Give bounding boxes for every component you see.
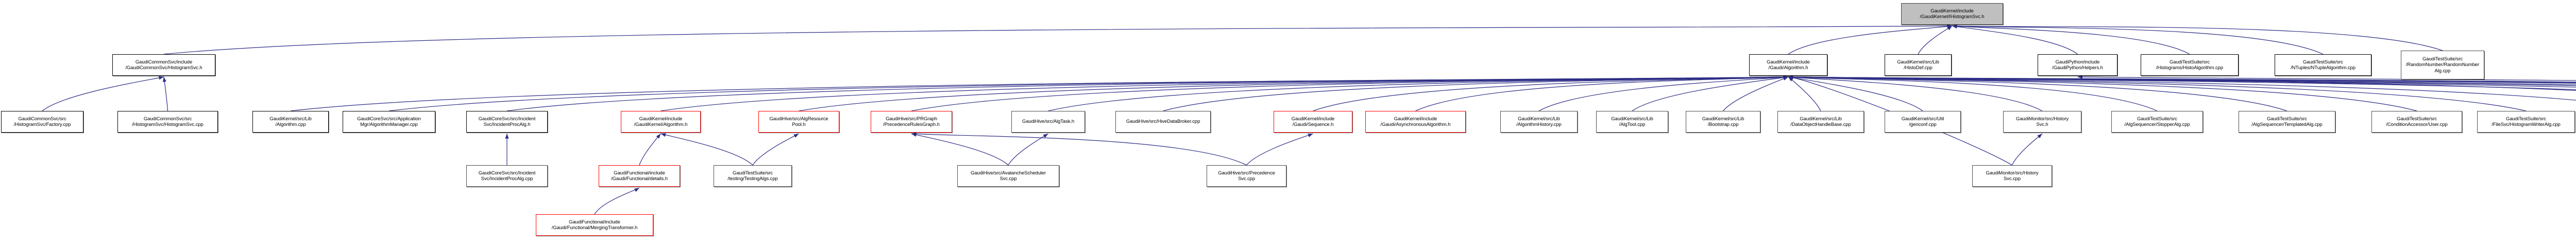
graph-edge: [1788, 75, 2576, 101]
graph-node[interactable]: GaudiTestSuite/src /testing/TestingAlgs.…: [714, 165, 792, 187]
graph-edge: [639, 133, 661, 166]
graph-edge: [42, 76, 164, 111]
graph-node[interactable]: GaudiKernel/include /Gaudi/Algorithm.h: [1749, 54, 1827, 76]
graph-node[interactable]: GaudiCommonSvc/src /HistogramSvc/Factory…: [1, 111, 83, 133]
graph-edge: [752, 133, 799, 166]
graph-node[interactable]: GaudiHive/src/PRGraph /PrecedenceRulesGr…: [871, 111, 952, 133]
graph-node[interactable]: GaudiKernel/include /GaudiKernel/Algorit…: [621, 111, 701, 133]
graph-edge: [1723, 76, 1789, 111]
graph-node[interactable]: GaudiFunctional/include /Gaudi/Functiona…: [536, 214, 653, 236]
graph-node[interactable]: GaudiTestSuite/src /RandomNumber/RandomN…: [2401, 51, 2484, 79]
graph-edge: [1788, 75, 2576, 84]
graph-edge: [1313, 75, 1789, 111]
graph-edge: [2011, 133, 2043, 166]
graph-edge: [1163, 75, 1789, 111]
graph-node[interactable]: GaudiTestSuite/src /FileSvc/HistogramWri…: [2477, 111, 2575, 133]
graph-node[interactable]: GaudiMonitor/src/History Svc.h: [2003, 111, 2081, 133]
graph-edge: [594, 187, 640, 215]
graph-edge: [1788, 75, 2158, 111]
graph-edge: [660, 133, 753, 166]
graph-edge: [1788, 75, 2576, 91]
graph-node[interactable]: GaudiTestSuite/src /AlgSequencer/Stopper…: [2111, 111, 2203, 133]
graph-edge: [1788, 75, 2527, 111]
graph-edge: [911, 132, 1247, 166]
graph-edge: [1788, 76, 1923, 111]
graph-node[interactable]: GaudiCommonSvc/src /HistogramSvc/Histogr…: [117, 111, 218, 133]
graph-edge: [1788, 75, 2043, 111]
graph-node[interactable]: GaudiFunctional/include /Gaudi/Functiona…: [599, 165, 680, 187]
graph-edge: [1788, 75, 2576, 83]
graph-node-root[interactable]: GaudiKernel/include /GaudiKernel/IHistog…: [1901, 3, 2003, 25]
graph-node[interactable]: GaudiHive/src/AlgTask.h: [1011, 111, 1085, 133]
graph-edge: [388, 75, 1789, 111]
graph-edge: [1788, 75, 2576, 86]
graph-edge: [660, 75, 1789, 111]
graph-edge: [1952, 24, 2324, 55]
graph-node[interactable]: GaudiKernel/include /Gaudi/Sequence.h: [1274, 111, 1352, 133]
graph-node[interactable]: GaudiPython/include /GaudiPython/Helpers…: [2038, 54, 2117, 76]
graph-edge: [1538, 75, 1789, 111]
graph-node[interactable]: GaudiKernel/src/Lib /AlgorithmHistory.cp…: [1500, 111, 1578, 133]
graph-node[interactable]: GaudiKernel/src/Lib /AlgTool.cpp: [1596, 111, 1668, 133]
graph-node[interactable]: GaudiTestSuite/src /ConditionAccessor/Us…: [2371, 111, 2462, 133]
graph-edge: [162, 76, 168, 111]
graph-edge: [2077, 75, 2576, 81]
graph-node[interactable]: GaudiKernel/src/Lib /DataObjectHandleBas…: [1777, 111, 1864, 133]
graph-node[interactable]: GaudiKernel/src/Lib /Bootstrap.cpp: [1686, 111, 1760, 133]
graph-edge: [1788, 75, 2287, 111]
graph-node[interactable]: GaudiCommonSvc/include /GaudiCommonSvc/H…: [112, 54, 215, 76]
graph-edge: [1952, 24, 2443, 51]
graph-edge: [506, 75, 1789, 111]
graph-node[interactable]: GaudiKernel/src/Lib /Algorithm.cpp: [252, 111, 329, 133]
graph-edge: [163, 24, 1953, 55]
graph-node[interactable]: GaudiKernel/src/Lib /HistoDef.cpp: [1885, 54, 1952, 76]
graph-edge: [1415, 75, 1789, 111]
graph-node[interactable]: GaudiTestSuite/src /NTuples/NTupleAlgori…: [2275, 54, 2371, 76]
graph-node[interactable]: GaudiTestSuite/src /Histograms/HistoAlgo…: [2141, 54, 2239, 76]
graph-edge: [1918, 25, 1953, 55]
graph-node[interactable]: GaudiKernel/include /Gaudi/AsynchronousA…: [1365, 111, 1466, 133]
graph-edge: [1952, 25, 2078, 55]
graph-node[interactable]: GaudiHive/src/HiveDataBroker.cpp: [1115, 111, 1211, 133]
graph-edge: [1788, 75, 2576, 85]
graph-edge: [911, 75, 1789, 111]
graph-edge: [911, 133, 1009, 166]
graph-edge: [1788, 76, 1821, 111]
graph-node[interactable]: GaudiCoreSvc/src/Incident Svc/IncidentPr…: [466, 165, 548, 187]
graph-edge: [1952, 24, 2190, 55]
graph-edge: [1048, 75, 1789, 111]
graph-node[interactable]: GaudiCoreSvc/src/Incident Svc/IncidentPr…: [466, 111, 548, 133]
graph-edge: [1788, 75, 2417, 111]
graph-node[interactable]: GaudiCoreSvc/src/Application Mgr/Algorit…: [343, 111, 435, 133]
graph-node[interactable]: GaudiHive/src/Precedence Svc.cpp: [1207, 165, 1286, 187]
graph-edge: [1788, 24, 1953, 55]
graph-edge: [290, 75, 1789, 111]
graph-node[interactable]: GaudiKernel/src/Util /genconf.cpp: [1885, 111, 1961, 133]
graph-edge: [799, 75, 1789, 111]
graph-node[interactable]: GaudiHive/src/AlgResource Pool.h: [758, 111, 839, 133]
graph-edge: [1788, 75, 2576, 90]
graph-edge: [1788, 75, 2576, 83]
graph-edge: [1008, 133, 1048, 166]
graph-edge: [1788, 75, 2576, 88]
graph-node[interactable]: GaudiHive/src/AvalancheScheduler Svc.cpp: [957, 165, 1059, 187]
graph-edge: [1246, 133, 1313, 166]
graph-node[interactable]: GaudiTestSuite/src /AlgSequencer/Templat…: [2239, 111, 2335, 133]
graph-edge: [1632, 76, 1789, 111]
graph-node[interactable]: GaudiMonitor/src/History Svc.cpp: [1972, 165, 2052, 187]
